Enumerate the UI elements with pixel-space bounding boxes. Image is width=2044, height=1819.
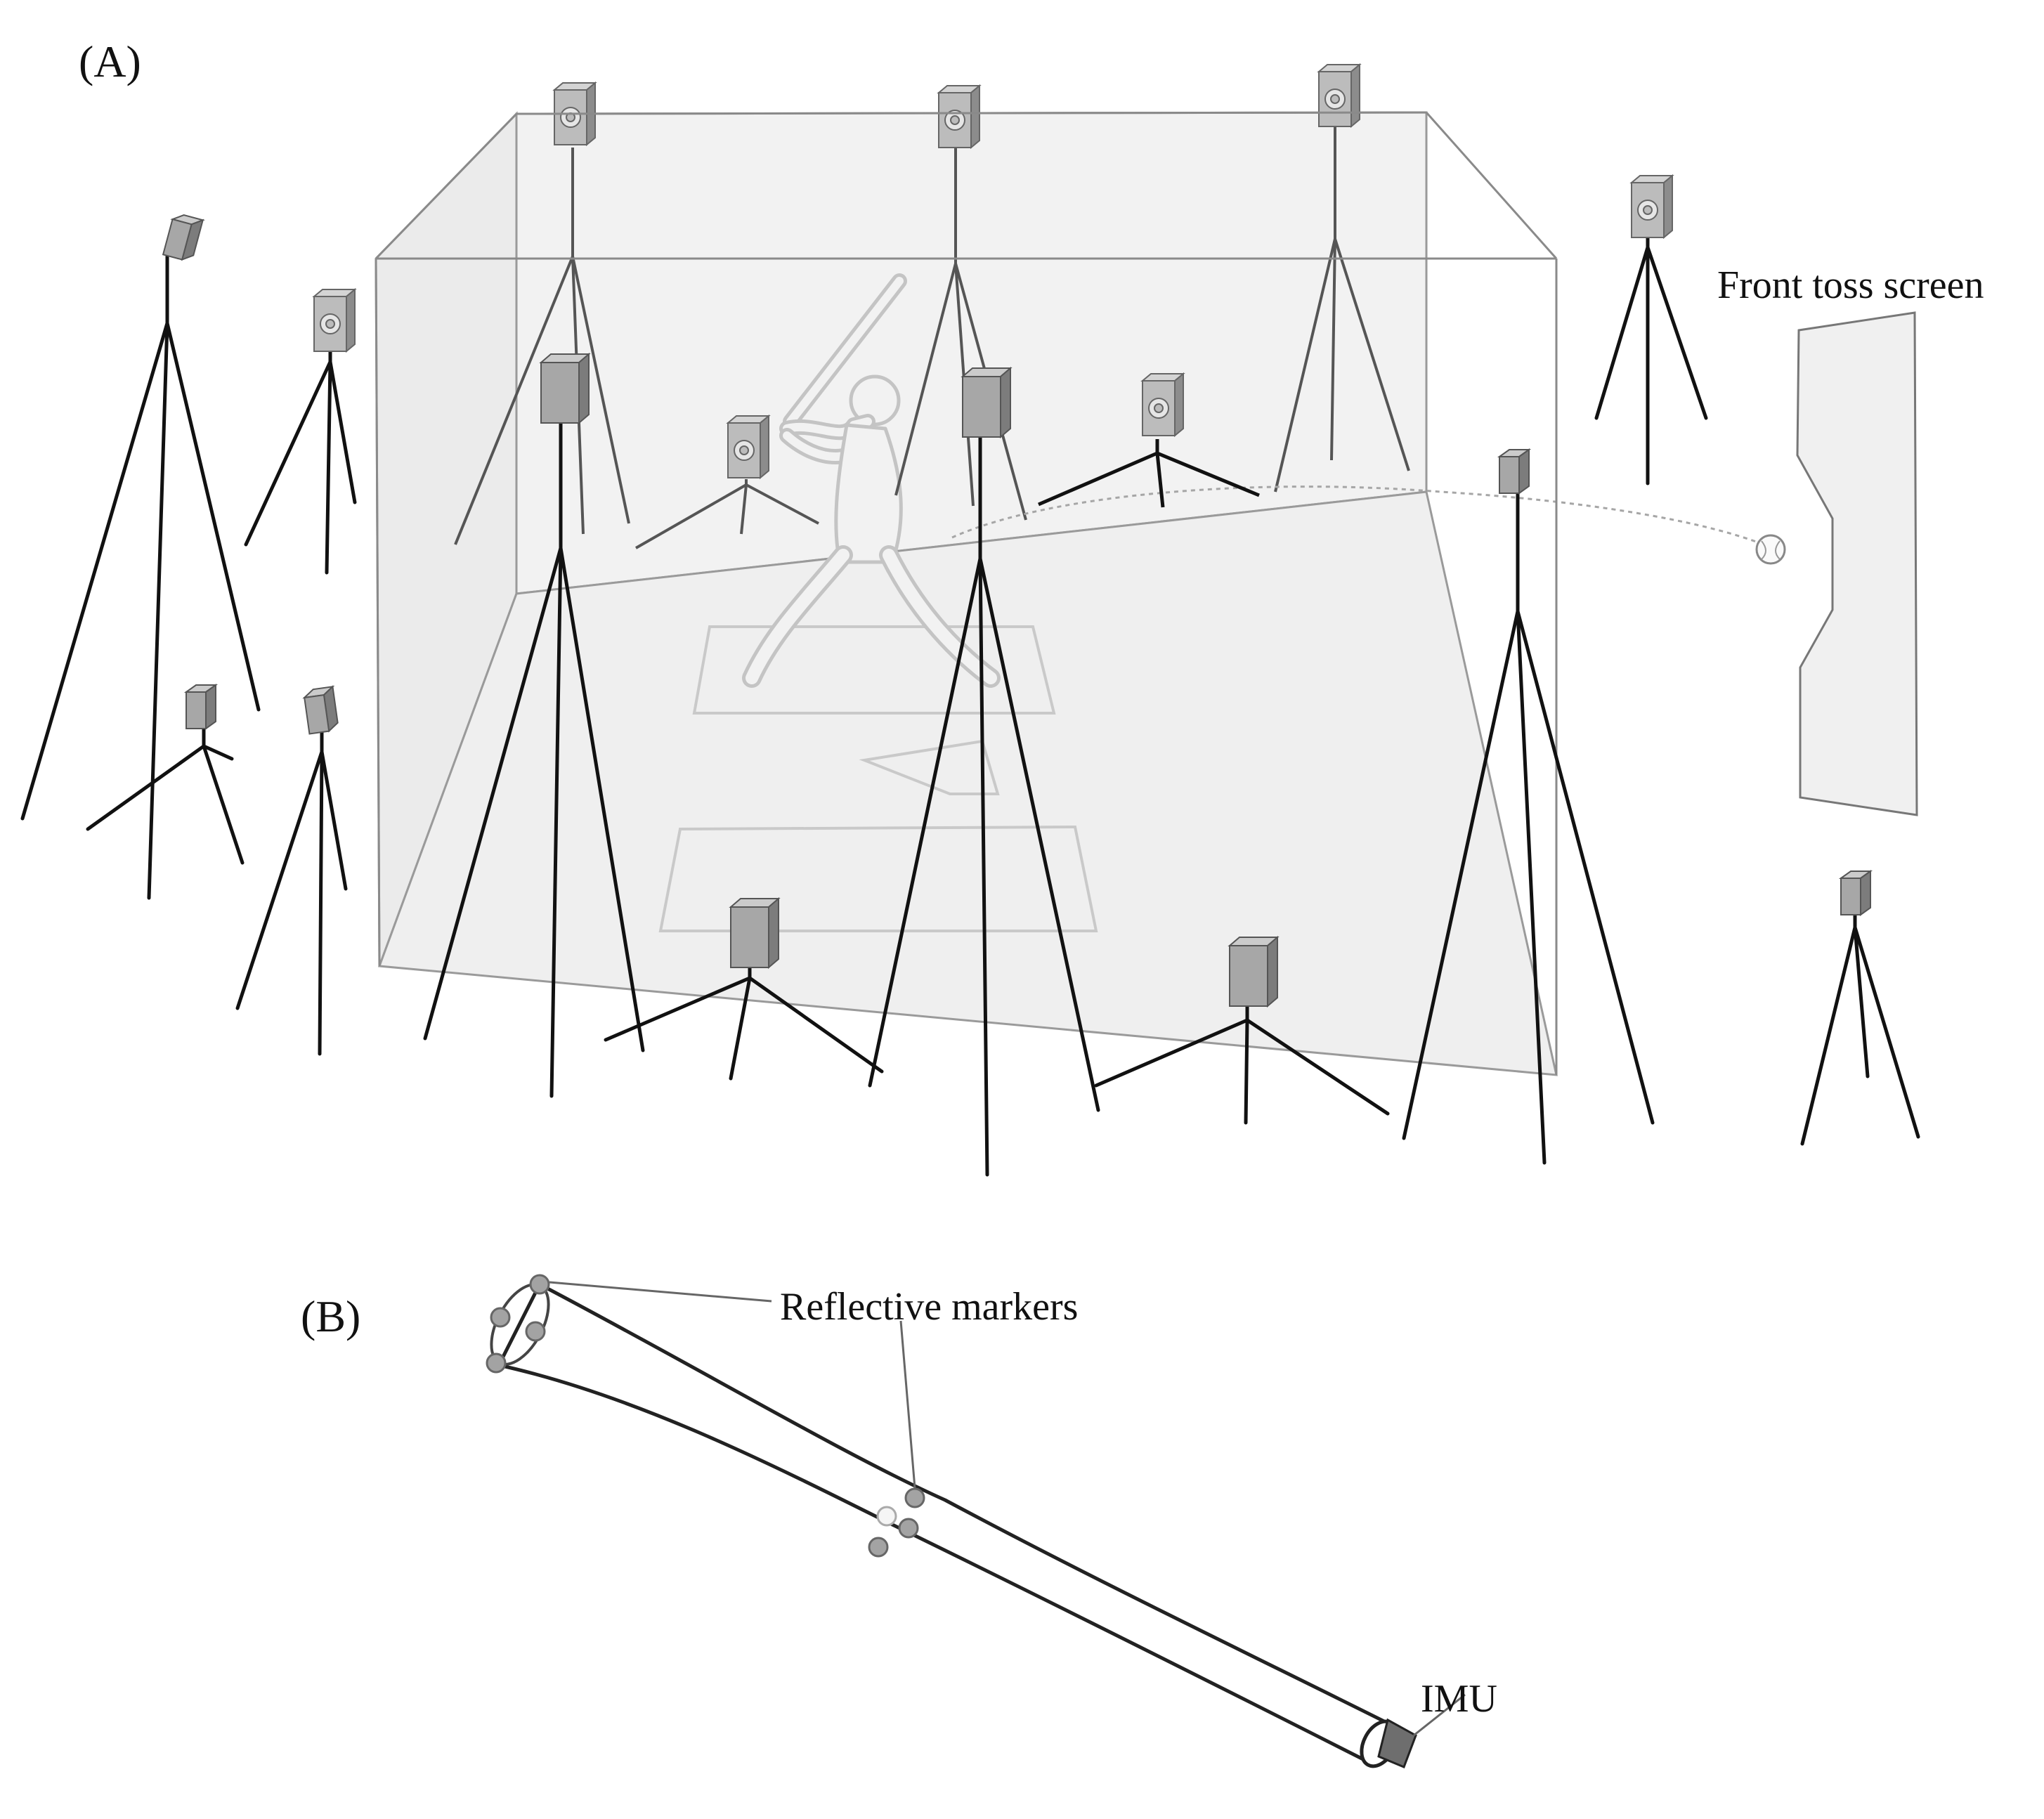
batter-box-lower [658,825,1098,932]
panel-a-label: (A) [79,37,141,86]
reflective-marker [898,1518,919,1539]
camera-icon [1318,64,1360,127]
camera-icon [1229,937,1278,1007]
camera-icon [730,898,779,968]
ball-trajectory [951,485,1764,546]
foreground-tripods [20,235,1920,1177]
baseball-icon [1755,534,1786,565]
camera-icon [540,353,590,424]
front-toss-screen-label: Front toss screen [1717,263,1984,307]
leader-lines [549,1281,1466,1737]
camera-icon [727,415,769,478]
back-cameras [454,126,1410,549]
camera-icon [185,684,216,729]
camera-icon [1631,175,1673,238]
camera-icon [162,211,204,263]
imu-label: IMU [1421,1677,1497,1721]
camera-icon [1142,373,1184,436]
reflective-marker [486,1352,507,1374]
camera-icon [962,367,1011,438]
camera-icon [313,289,356,352]
volume-front-frame [375,111,1558,1075]
camera-icon [1840,871,1871,915]
front-toss-screen [1796,311,1918,816]
reflective-marker [868,1537,889,1558]
camera-icon [938,85,980,148]
reflective-marker [904,1487,925,1508]
reflective-marker-hidden [876,1506,897,1527]
bat-knob [1360,1718,1417,1768]
mid-cameras [1038,439,1260,508]
bat-body [497,1282,1393,1764]
reflective-marker [525,1321,546,1342]
camera-icon [302,686,340,735]
panel-b-label: (B) [301,1291,361,1341]
imu-sensor [1377,1718,1417,1768]
reflective-marker [529,1274,550,1295]
reflective-marker-group [486,1274,925,1558]
home-plate [859,739,1000,795]
reflective-marker [490,1307,511,1328]
camera-icon [1499,449,1530,494]
bat-diagram [486,1274,1466,1768]
reflective-markers-label: Reflective markers [780,1285,1079,1329]
batter-silhouette [742,273,1001,688]
